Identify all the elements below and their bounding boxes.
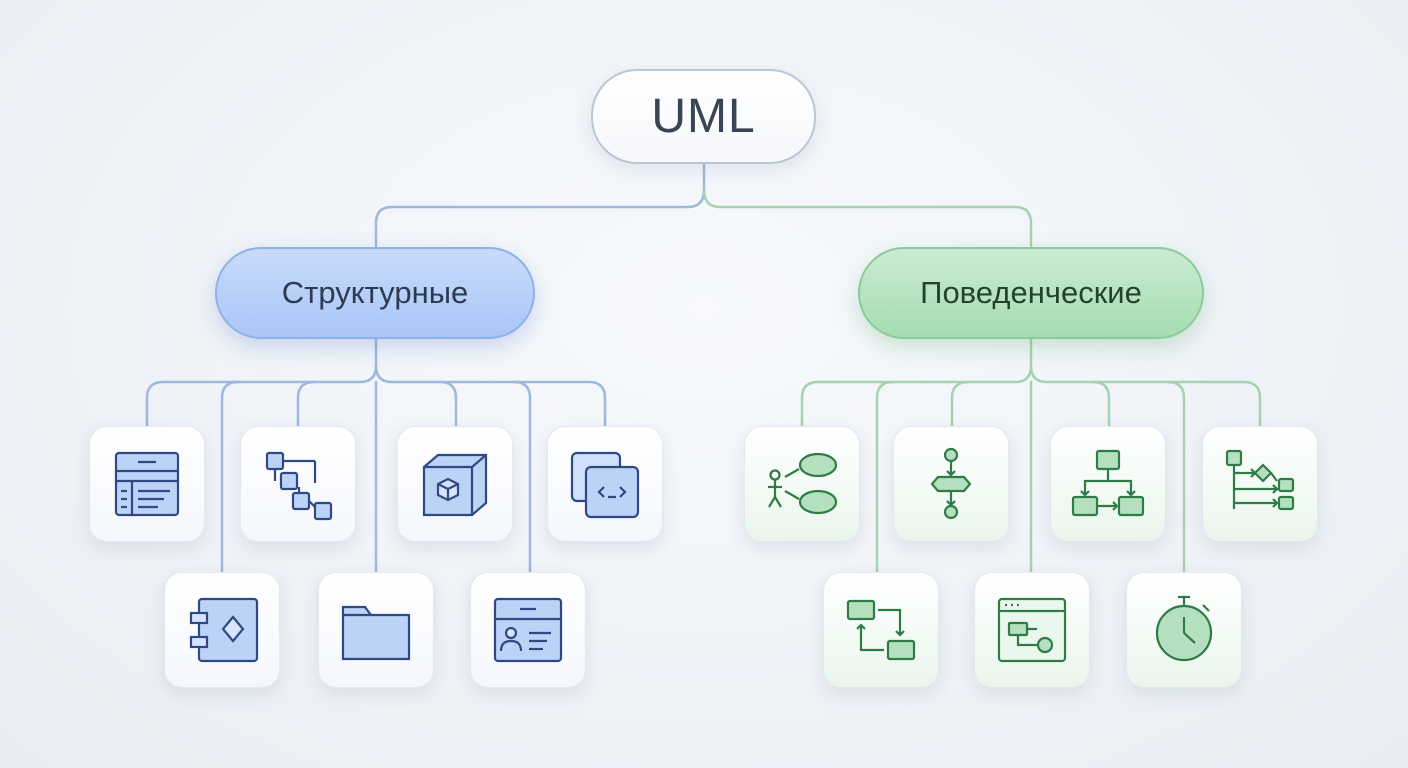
- activity-diagram-tile: [893, 426, 1009, 542]
- profile-diagram-tile: [470, 572, 586, 688]
- component-diagram-tile: [164, 572, 280, 688]
- timing-stopwatch-icon: [1155, 595, 1213, 662]
- deployment-cube-icon: [422, 453, 488, 517]
- activity-diagram-icon: [930, 447, 972, 520]
- structural-category-label: Структурные: [281, 275, 469, 310]
- use-case-tile: [744, 426, 860, 542]
- object-diagram-icon: [265, 451, 333, 521]
- composite-structure-tile: [547, 426, 663, 542]
- profile-card-icon: [493, 597, 563, 663]
- sequence-diagram-icon: [1225, 449, 1295, 511]
- state-machine-icon: [1071, 449, 1145, 517]
- package-folder-icon: [341, 605, 411, 661]
- behavioral-category-label: Поведенческие: [920, 275, 1142, 310]
- interaction-overview-tile: [974, 572, 1090, 688]
- package-diagram-tile: [318, 572, 434, 688]
- communication-diagram-tile: [823, 572, 939, 688]
- deployment-diagram-tile: [397, 426, 513, 542]
- interaction-overview-icon: [997, 597, 1067, 663]
- uml-root-node: UML: [591, 69, 816, 164]
- uml-root-label: UML: [651, 90, 756, 143]
- class-diagram-tile: [89, 426, 205, 542]
- behavioral-category-node: Поведенческие: [858, 247, 1204, 339]
- composite-structure-icon: [570, 451, 640, 519]
- component-diagram-icon: [189, 597, 259, 663]
- communication-diagram-icon: [846, 599, 916, 661]
- structural-category-node: Структурные: [215, 247, 535, 339]
- state-machine-tile: [1050, 426, 1166, 542]
- class-diagram-icon: [114, 451, 180, 517]
- timing-diagram-tile: [1126, 572, 1242, 688]
- object-diagram-tile: [240, 426, 356, 542]
- sequence-diagram-tile: [1202, 426, 1318, 542]
- use-case-icon: [768, 452, 838, 515]
